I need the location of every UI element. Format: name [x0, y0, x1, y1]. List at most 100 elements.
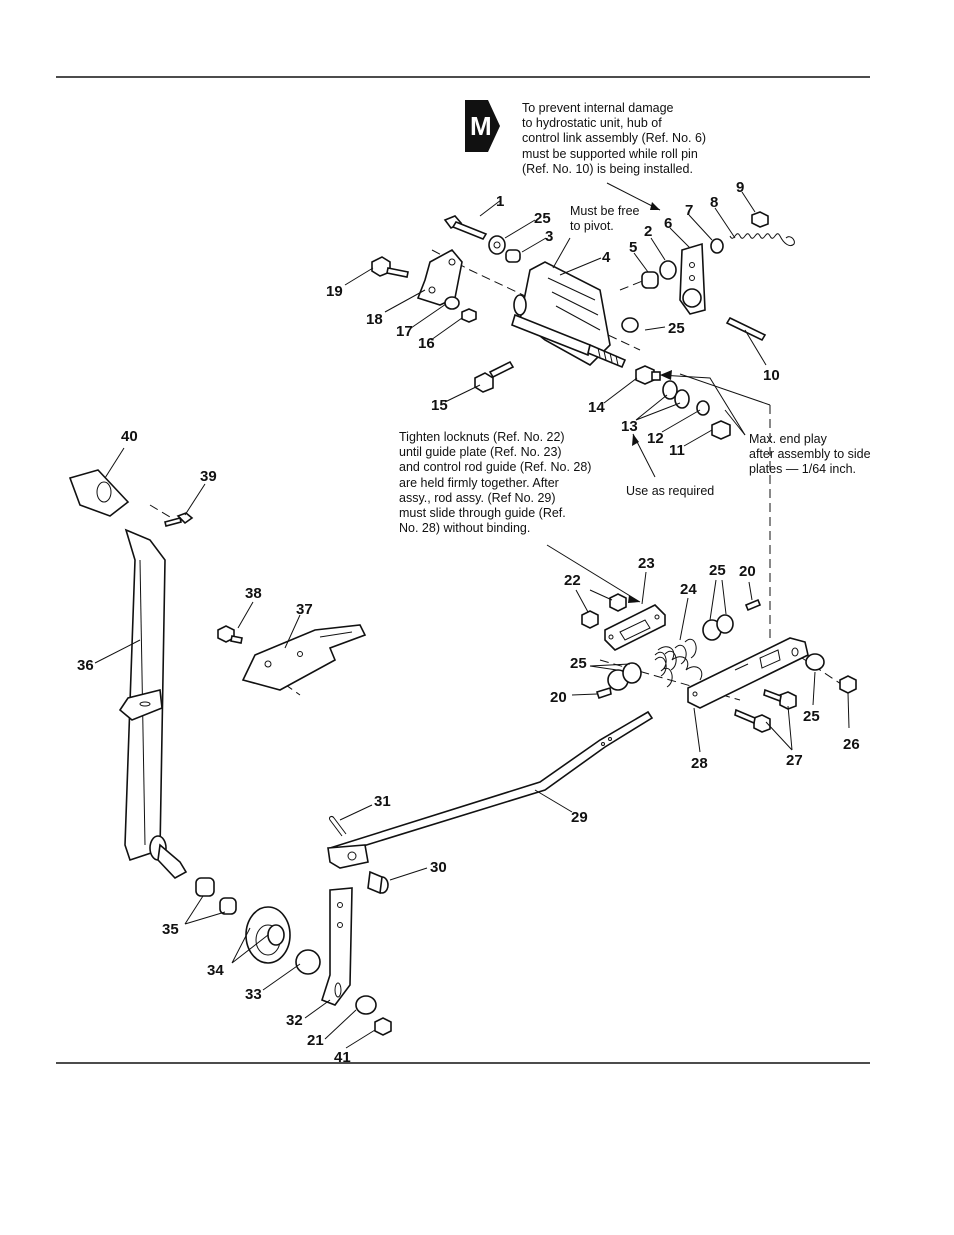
part-35-ferrule-2	[219, 897, 237, 915]
part-4-control-bracket	[511, 261, 627, 369]
note-arrows	[546, 182, 771, 603]
part-26-nut	[839, 675, 857, 694]
part-29-control-rod	[327, 710, 654, 869]
part-14-shoulder-nut	[635, 365, 661, 385]
callout-20: 20	[739, 563, 756, 580]
part-25-washer-d2	[622, 662, 642, 684]
part-38-bolt	[217, 625, 243, 644]
leader-lines	[94, 191, 850, 1049]
callout-11: 11	[669, 442, 685, 459]
part-20-pin-b	[595, 686, 612, 700]
callout-13: 13	[621, 418, 638, 435]
part-5-bushing	[641, 271, 659, 289]
maintenance-note: To prevent internal damage to hydrostati…	[522, 101, 707, 176]
callout-25-e: 25	[803, 708, 820, 725]
part-41-nut	[374, 1017, 392, 1036]
callout-3: 3	[545, 228, 553, 245]
callout-28: 28	[691, 755, 708, 772]
callout-36: 36	[77, 657, 94, 674]
callout-22: 22	[564, 572, 581, 589]
callout-33: 33	[245, 986, 262, 1003]
callout-24: 24	[680, 581, 697, 598]
callout-2: 2	[644, 223, 652, 240]
callout-25-d: 25	[570, 655, 587, 672]
part-7-washer	[710, 238, 724, 254]
as-required-note: Use as required	[626, 484, 715, 498]
part-25-washer-b	[621, 317, 639, 333]
part-35-ferrule	[195, 877, 215, 897]
pivot-note: Must be free to pivot.	[570, 204, 640, 234]
part-2-washer	[659, 260, 677, 280]
part-9-nut	[751, 211, 769, 228]
part-13-washer-2	[674, 389, 690, 409]
callout-27: 27	[786, 752, 803, 769]
part-31-cotter-pin	[329, 816, 347, 837]
part-22-locknut	[581, 610, 599, 629]
callout-14: 14	[588, 399, 605, 416]
part-10-roll-pin	[725, 316, 767, 342]
callout-25-c: 25	[709, 562, 726, 579]
callout-16: 16	[418, 335, 435, 352]
callout-6: 6	[664, 215, 672, 232]
part-21-washer	[355, 995, 377, 1015]
callout-numbers: 1 25 3 4 2 5 6 7 8 9 19 18 17 16 25 10 1…	[77, 179, 860, 1066]
part-1-bolt	[443, 215, 488, 240]
part-39-screw	[164, 512, 194, 527]
locknuts-note: Tighten locknuts (Ref. No. 22) until gui…	[399, 430, 592, 536]
part-28-control-rod-guide	[687, 637, 809, 709]
part-22-locknut-2	[609, 593, 627, 612]
callout-4: 4	[602, 249, 611, 266]
part-30-clevis-pin	[367, 870, 389, 895]
callout-40: 40	[121, 428, 138, 445]
callout-19: 19	[326, 283, 343, 300]
callout-21: 21	[307, 1032, 324, 1049]
callout-38: 38	[245, 585, 262, 602]
part-8-spring	[729, 233, 795, 247]
callout-7: 7	[685, 202, 693, 219]
badge-letter: M	[470, 111, 492, 141]
maintenance-badge-icon: M	[465, 100, 500, 152]
part-18-bracket	[416, 248, 463, 306]
callout-5: 5	[629, 239, 637, 256]
callout-15: 15	[431, 397, 448, 414]
callout-34: 34	[207, 962, 224, 979]
part-27-bolt-2	[734, 708, 771, 733]
callout-23: 23	[638, 555, 655, 572]
part-32-link-arm	[321, 887, 353, 1006]
callout-8: 8	[710, 194, 718, 211]
part-25-washer-e	[805, 653, 825, 671]
part-3-bushing	[505, 249, 521, 263]
part-12-lockwasher	[696, 400, 710, 416]
part-17-washer	[444, 296, 460, 310]
callout-25-b: 25	[668, 320, 685, 337]
part-27-bolt	[763, 688, 797, 710]
endplay-note: Max. end play after assembly to side pla…	[749, 432, 871, 477]
part-24-spring	[654, 638, 703, 688]
part-20-pin	[744, 598, 762, 612]
callout-32: 32	[286, 1012, 303, 1029]
callout-10: 10	[763, 367, 780, 384]
part-6-control-link	[679, 242, 706, 315]
callout-30: 30	[430, 859, 447, 876]
callout-26: 26	[843, 736, 860, 753]
part-15-bolt	[474, 360, 515, 393]
callout-18: 18	[366, 311, 383, 328]
callout-20-b: 20	[550, 689, 567, 706]
part-11-nut	[711, 420, 731, 440]
callout-9: 9	[736, 179, 744, 196]
part-36-control-lever	[118, 528, 188, 879]
callout-12: 12	[647, 430, 664, 447]
callout-41: 41	[334, 1049, 351, 1066]
part-25-washer	[488, 235, 506, 255]
callout-31: 31	[374, 793, 391, 810]
callout-29: 29	[571, 809, 588, 826]
part-13-washer	[662, 380, 678, 400]
callout-39: 39	[200, 468, 217, 485]
callout-35: 35	[162, 921, 179, 938]
callout-37: 37	[296, 601, 313, 618]
callout-1: 1	[496, 193, 504, 210]
part-19-bolt	[371, 256, 409, 278]
part-25-washer-c2	[716, 614, 734, 634]
callout-17: 17	[396, 323, 413, 340]
part-16-nut	[461, 308, 477, 323]
